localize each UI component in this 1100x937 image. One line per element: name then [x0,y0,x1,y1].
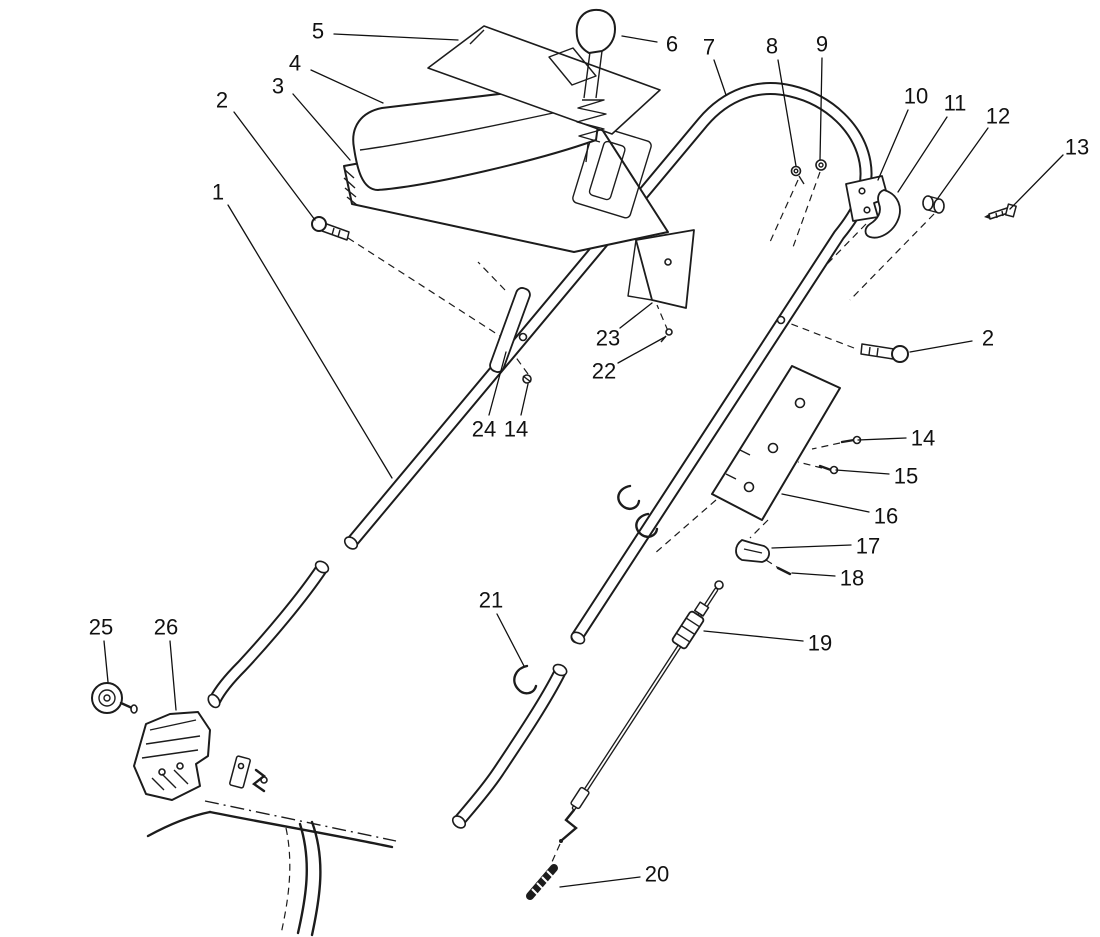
callout-leader-23 [619,302,653,329]
callout-label-18: 18 [840,566,864,591]
mount-plate-16 [711,365,862,521]
bushing-12 [922,195,945,214]
callout-leader-15 [835,469,890,475]
cable-hooks [617,484,659,538]
callout-label-15: 15 [894,464,918,489]
callout-label-16: 16 [874,504,898,529]
cable-end-fitting [559,786,590,843]
lower-handle-left [207,560,330,709]
callout-leader-11 [897,116,948,193]
callout-label-6: 6 [666,32,678,57]
screw-22 [660,328,673,343]
tube-open-end [343,536,359,550]
screw-15 [818,464,839,475]
knob-25 [91,682,138,714]
callout-leader-24 [488,351,507,416]
hardware-cluster [790,159,1017,239]
callout-leader-2 [909,340,973,353]
carriage-bolt-2-right [860,343,909,363]
callout-leader-6 [621,35,658,43]
cable-eyelet [714,580,724,590]
callout-leader-22 [617,336,666,364]
wire-hook-21 [513,664,538,695]
callout-leader-19 [703,630,804,642]
callout-label-25: 25 [89,615,113,640]
callout-leader-2 [233,111,316,221]
callout-leader-9 [819,57,823,161]
callout-leader-12 [937,127,989,199]
shift-lever [575,8,616,163]
callout-label-4: 4 [289,51,301,76]
nut-9 [815,159,827,171]
callout-leader-14 [520,383,529,416]
callout-leader-5 [333,33,459,41]
callout-label-2: 2 [982,326,994,351]
callout-label-26: 26 [154,615,178,640]
control-bracket-26 [133,711,212,838]
console-bracket [627,229,695,309]
callout-label-13: 13 [1065,135,1089,160]
tube-open-end [570,631,586,645]
callout-leader-18 [791,572,836,577]
lower-handle-right [451,663,568,829]
callout-leader-14 [857,437,907,441]
console-top-plate [427,25,661,135]
cable-clamp [229,755,268,793]
callout-leader-1 [227,204,393,479]
callout-label-3: 3 [272,74,284,99]
bracket-10 [845,175,889,222]
lever-11 [864,189,901,239]
callout-leader-25 [103,640,109,683]
callout-label-9: 9 [816,32,828,57]
callout-label-11: 11 [944,91,967,116]
callout-label-17: 17 [856,534,880,559]
callout-label-12: 12 [986,104,1010,129]
pin-18 [776,566,792,576]
clip-17 [735,539,770,563]
callout-leader-4 [310,69,384,104]
callout-label-8: 8 [766,34,778,59]
alignment-guides [204,171,935,865]
console-assembly [343,8,695,343]
callout-label-2: 2 [216,88,228,113]
callout-label-10: 10 [904,84,928,109]
callout-leader-8 [777,59,797,167]
screw-13 [984,203,1017,220]
handle-mount-hole [776,315,786,325]
callout-label-14: 14 [504,417,528,442]
callout-leader-10 [877,109,909,181]
callout-label-22: 22 [592,359,616,384]
cable-adjuster-19 [671,601,710,650]
callout-leader-21 [496,613,525,667]
callout-label-19: 19 [808,631,832,656]
bolt-8 [790,165,805,185]
cable-assembly [526,580,724,900]
shift-gate-slot [572,125,652,219]
callout-leader-26 [169,640,177,711]
callout-leader-17 [771,544,852,549]
callout-label-24: 24 [472,417,496,442]
carriage-bolt-2-left [311,216,350,241]
callout-leader-7 [713,59,727,96]
callout-label-7: 7 [703,35,715,60]
handle-mount-hole [518,332,528,342]
callout-leader-3 [292,93,351,161]
console-cover [352,84,602,191]
callout-label-23: 23 [596,326,620,351]
callout-leader-16 [781,493,870,513]
callout-label-1: 1 [212,180,224,205]
console-edge-hatch [343,169,358,206]
callout-label-20: 20 [645,862,669,887]
callout-label-21: 21 [479,588,503,613]
callout-leader-13 [1009,154,1064,210]
callout-leader-20 [559,876,641,888]
shift-knob [575,8,616,54]
callout-label-14: 14 [911,426,935,451]
cable-bundle [208,810,394,937]
spring-bar-24 [489,287,532,384]
spring-20 [526,864,558,900]
callout-label-5: 5 [312,19,324,44]
